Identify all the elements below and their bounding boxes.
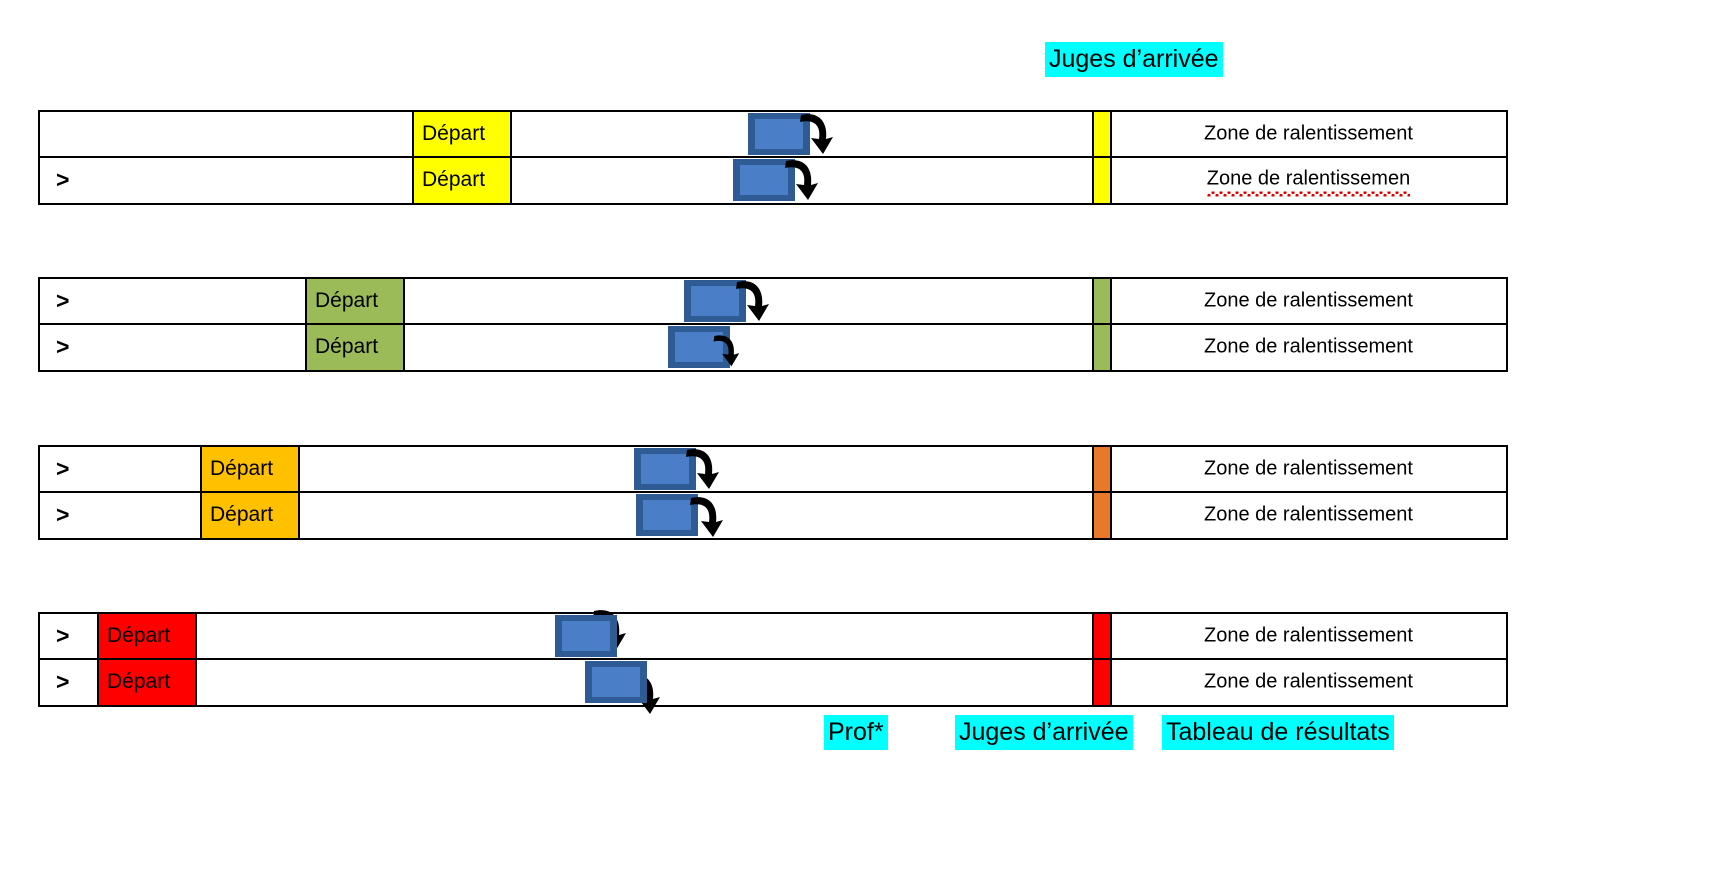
runner-box [585, 661, 647, 704]
runner-box [634, 447, 696, 490]
runner-marker [636, 494, 723, 538]
table-row: > Départ Zone de ralentissement [40, 609, 1506, 660]
row-marker: > [56, 668, 70, 695]
zone-label: Zone de ralentissement [1112, 336, 1505, 359]
zone-label: Zone de ralentissement [1112, 289, 1505, 312]
runner-box [748, 112, 810, 155]
runner-marker [668, 326, 740, 369]
depart-label: Départ [210, 456, 274, 480]
lane-block-green: > Départ Zone de ralentissement > Départ [38, 277, 1508, 372]
row-marker: > [56, 501, 70, 528]
bottom-label-prof: Prof* [824, 715, 888, 750]
turn-arrow-icon [713, 335, 740, 367]
table-row: Départ Zone de ralentissement [40, 112, 1506, 158]
runner-box [733, 159, 795, 202]
lane-block-red: > Départ Zone de ralentissement > Départ [38, 609, 1508, 715]
depart-cell: Départ [412, 112, 512, 156]
depart-cell: Départ [200, 492, 300, 538]
runner-box [684, 279, 746, 322]
zone-text: Zone de ralentissement [1203, 289, 1413, 312]
turn-arrow-icon [690, 497, 723, 538]
turn-arrow-icon [627, 674, 660, 715]
depart-cell: Départ [412, 157, 512, 203]
table-row: > Départ Zone de ralentissement [40, 492, 1506, 538]
zone-label: Zone de ralentissement [1112, 624, 1505, 647]
zone-text: Zone de ralentissement [1203, 503, 1413, 526]
zone-label: Zone de ralentissemen [1112, 168, 1505, 193]
runner-marker [555, 609, 626, 657]
lane-block-orange: > Départ Zone de ralentissement > Départ [38, 445, 1508, 540]
top-label-juges-arrivee: Juges d’arrivée [1045, 42, 1223, 77]
table-row: > Départ Zone de ralentissement [40, 447, 1506, 493]
row-marker: > [56, 622, 70, 649]
depart-cell: Départ [305, 279, 405, 323]
turn-arrow-icon [785, 160, 818, 201]
depart-label: Départ [315, 335, 379, 359]
bottom-label-tableau-resultats: Tableau de résultats [1162, 715, 1394, 750]
table-row: > Départ Zone de ralentissemen [40, 157, 1506, 203]
depart-label: Départ [210, 503, 274, 527]
runner-box [636, 494, 698, 537]
zone-text: Zone de ralentissement [1203, 670, 1413, 693]
runner-box [555, 614, 617, 657]
turn-arrow-icon [800, 113, 833, 154]
zone-label: Zone de ralentissement [1112, 457, 1505, 480]
row-marker: > [56, 333, 70, 360]
zone-text: Zone de ralentissement [1203, 335, 1413, 358]
turn-arrow-icon [593, 609, 626, 650]
finish-line [1092, 112, 1112, 156]
finish-line [1092, 492, 1112, 538]
depart-cell: Départ [305, 324, 405, 370]
bottom-label-juges-arrivee: Juges d’arrivée [955, 715, 1133, 750]
depart-label: Départ [315, 288, 379, 312]
zone-text-misspelled: Zone de ralentissemen [1206, 167, 1411, 190]
depart-label: Départ [107, 670, 171, 694]
runner-marker [748, 112, 833, 155]
finish-line [1092, 659, 1112, 705]
row-marker: > [56, 166, 70, 193]
runner-marker [585, 661, 660, 715]
zone-label: Zone de ralentissement [1112, 122, 1505, 145]
finish-line [1092, 447, 1112, 491]
table-row: > Départ Zone de ralentissement [40, 659, 1506, 715]
depart-label: Départ [107, 623, 171, 647]
table-row: > Départ Zone de ralentissement [40, 324, 1506, 370]
lane-block-yellow: Départ Zone de ralentissement > Départ [38, 110, 1508, 205]
zone-label: Zone de ralentissement [1112, 504, 1505, 527]
table-row: > Départ Zone de ralentissement [40, 279, 1506, 325]
turn-arrow-icon [736, 280, 769, 321]
finish-line [1092, 324, 1112, 370]
finish-line [1092, 614, 1112, 658]
depart-label: Départ [422, 121, 486, 145]
depart-cell: Départ [97, 659, 197, 705]
zone-text: Zone de ralentissement [1203, 457, 1413, 480]
runner-marker [733, 159, 818, 202]
runner-marker [684, 279, 769, 322]
zone-text: Zone de ralentissement [1203, 624, 1413, 647]
turn-arrow-icon [686, 448, 719, 489]
zone-label: Zone de ralentissement [1112, 671, 1505, 694]
row-marker: > [56, 455, 70, 482]
zone-text: Zone de ralentissement [1203, 122, 1413, 145]
row-marker: > [56, 287, 70, 314]
depart-cell: Départ [97, 614, 197, 658]
finish-line [1092, 157, 1112, 203]
finish-line [1092, 279, 1112, 323]
depart-cell: Départ [200, 447, 300, 491]
depart-label: Départ [422, 168, 486, 192]
runner-marker [634, 447, 719, 490]
